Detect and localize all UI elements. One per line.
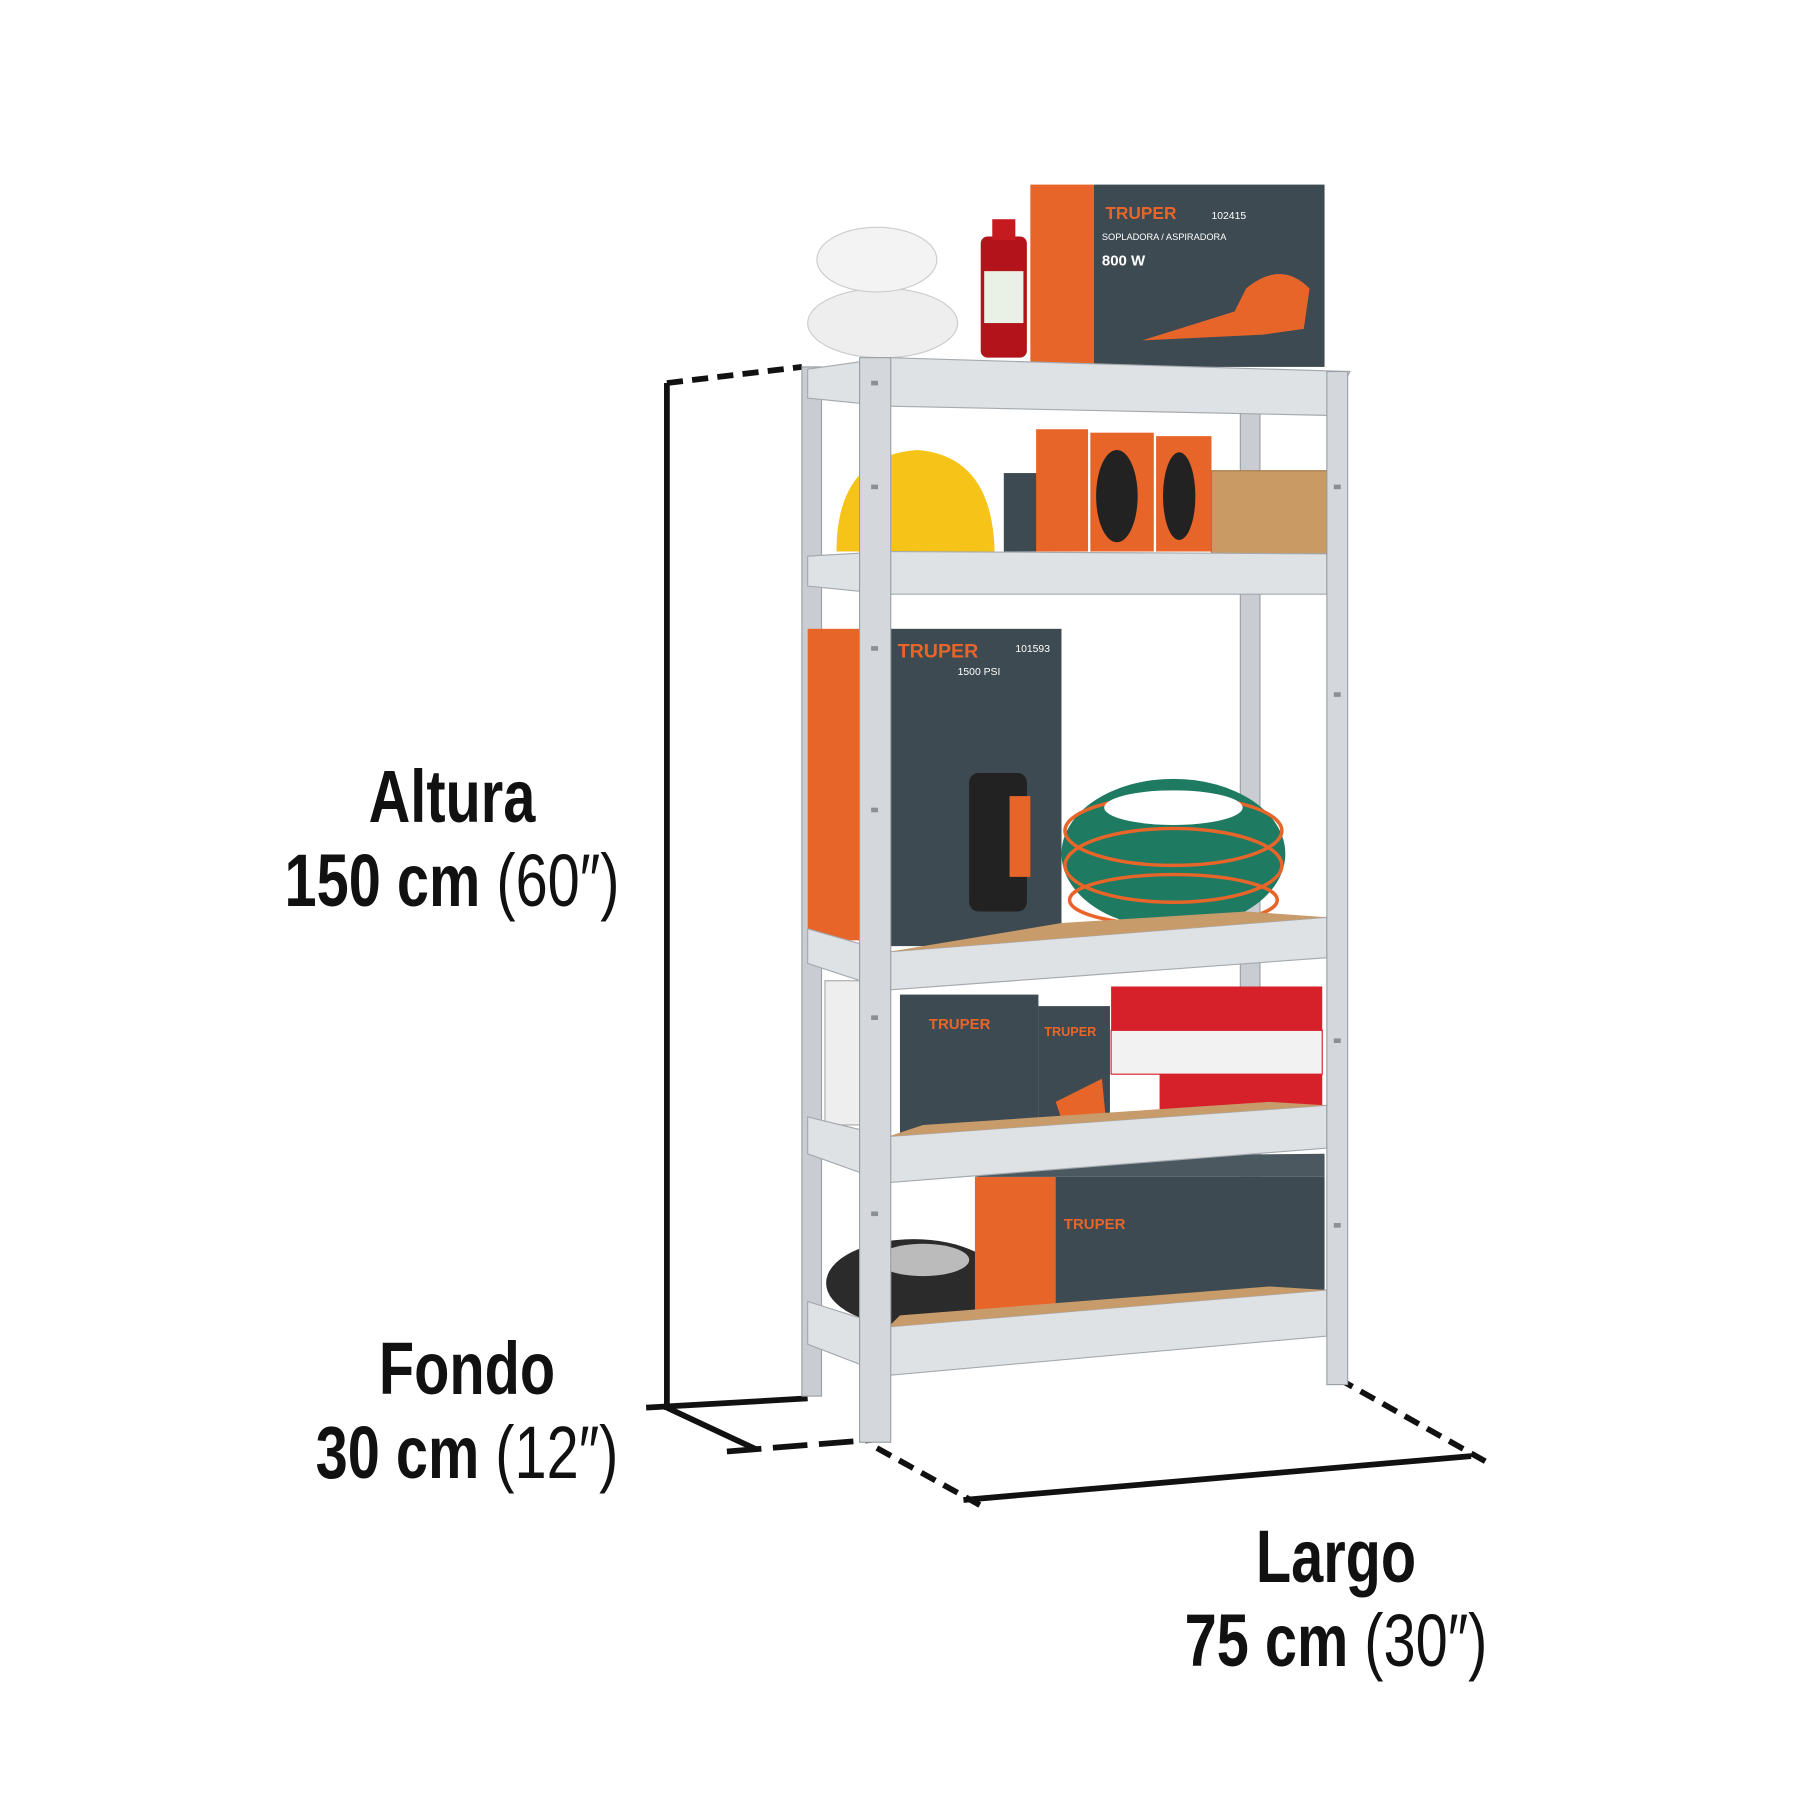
blower-box: TRUPER 102415 SOPLADORA / ASPIRADORA 800… [1030, 184, 1325, 367]
washer-box-brand: TRUPER [898, 641, 979, 663]
upright-front-left [859, 357, 892, 1443]
depth-imperial: (12″) [495, 1411, 619, 1494]
tool-box-small: TRUPER [1038, 1006, 1158, 1125]
length-label: Largo 75 cm (30″) [1185, 1520, 1488, 1678]
height-value: 150 cm (60″) [285, 844, 620, 918]
depth-label: Fondo 30 cm (12″) [316, 1332, 619, 1490]
length-metric: 75 cm [1184, 1599, 1349, 1682]
blower-box-desc: SOPLADORA / ASPIRADORA [1102, 232, 1227, 242]
blower-box-power: 800 W [1102, 252, 1146, 269]
height-imperial: (60″) [496, 839, 620, 922]
washer-box-psi: 1500 PSI [958, 667, 1001, 678]
blower-box-brand: TRUPER [1105, 203, 1177, 223]
height-label: Altura 150 cm (60″) [285, 760, 620, 918]
pressure-washer-box: TRUPER 101593 1500 PSI [888, 628, 1062, 947]
cardboard-box [1210, 470, 1328, 555]
shelves [807, 357, 1351, 1376]
tool-box-small-brand: TRUPER [1044, 1025, 1096, 1039]
washer-box-model: 101593 [1015, 644, 1050, 655]
upright-holes [871, 380, 1341, 1228]
height-metric: 150 cm [284, 839, 481, 922]
length-title: Largo [1255, 1515, 1417, 1598]
depth-metric: 30 cm [315, 1411, 480, 1494]
heat-gun-box: TRUPER [899, 994, 1039, 1137]
depth-dimension-line [645, 1395, 872, 1455]
length-value: 75 cm (30″) [1185, 1604, 1488, 1678]
red-bottle [980, 219, 1027, 358]
length-imperial: (30″) [1364, 1599, 1488, 1682]
garden-hose [1061, 778, 1286, 929]
height-dimension-line [664, 364, 803, 1410]
red-white-packs [1110, 986, 1323, 1117]
heat-gun-box-brand: TRUPER [929, 1016, 991, 1033]
shelf-wood-surfaces [888, 911, 1327, 1327]
tool-packages [1003, 429, 1212, 552]
depth-title: Fondo [378, 1327, 556, 1410]
height-title: Altura [368, 755, 536, 838]
length-dimension-line [875, 1376, 1490, 1510]
blower-box-model: 102415 [1211, 211, 1246, 222]
large-box-brand: TRUPER [1064, 1216, 1126, 1233]
orange-box [807, 628, 864, 941]
depth-value: 30 cm (12″) [316, 1416, 619, 1490]
rope-coil [807, 226, 959, 359]
upright-front-right [1326, 370, 1349, 1386]
